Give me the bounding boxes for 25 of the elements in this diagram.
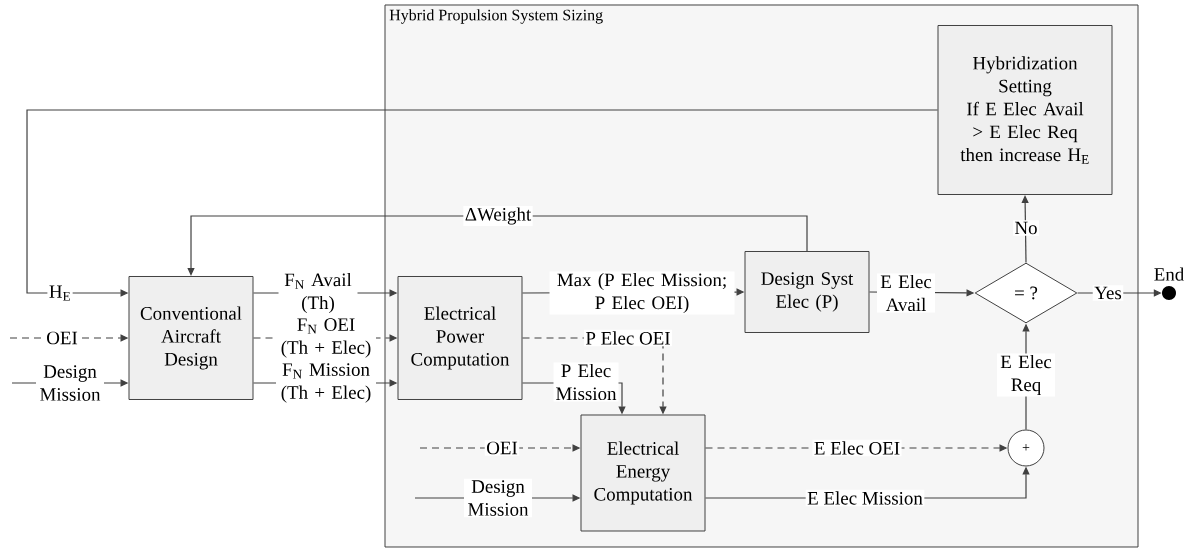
edge-label: P Elec Mission — [553, 362, 619, 402]
edge-label: Design Mission — [464, 478, 532, 518]
edge-label: E Elec Avail — [877, 273, 935, 313]
edge-label: F$_{N}$ Mission (Th + Elec) — [276, 361, 376, 405]
process-box: Design Syst Elec (P) — [744, 251, 870, 333]
edge-label: F$_{N}$ Avail (Th) — [278, 271, 358, 315]
arrow — [1021, 195, 1029, 264]
edge-label: F$_{N}$ OEI (Th + Elec) — [276, 316, 376, 360]
edge-label: No — [1012, 220, 1040, 236]
edge-label: OEI — [44, 330, 80, 346]
process-box: Electrical Energy Computation — [580, 414, 706, 532]
edge-label: Yes — [1092, 285, 1124, 301]
process-box: Conventional Aircraft Design — [128, 276, 254, 400]
arrow — [26, 109, 939, 297]
arrow — [187, 215, 808, 276]
summing-junction: + — [1007, 429, 1045, 467]
edge-label: H$_{E}$ — [47, 283, 73, 303]
edge-label: Max (P Elec Mission; P Elec OEI) — [549, 271, 735, 315]
edge-label: Design Mission — [36, 363, 104, 403]
edge-label: OEI — [484, 440, 520, 456]
process-box: Hybridization Setting If E Elec Avail > E Elec Req then increase H$_{E}$ — [937, 25, 1113, 195]
edge-label: E Elec Req — [997, 353, 1055, 397]
process-box: Electrical Power Computation — [397, 276, 523, 400]
edge-label: ΔWeight — [463, 205, 533, 227]
end-label: End — [1154, 267, 1184, 281]
